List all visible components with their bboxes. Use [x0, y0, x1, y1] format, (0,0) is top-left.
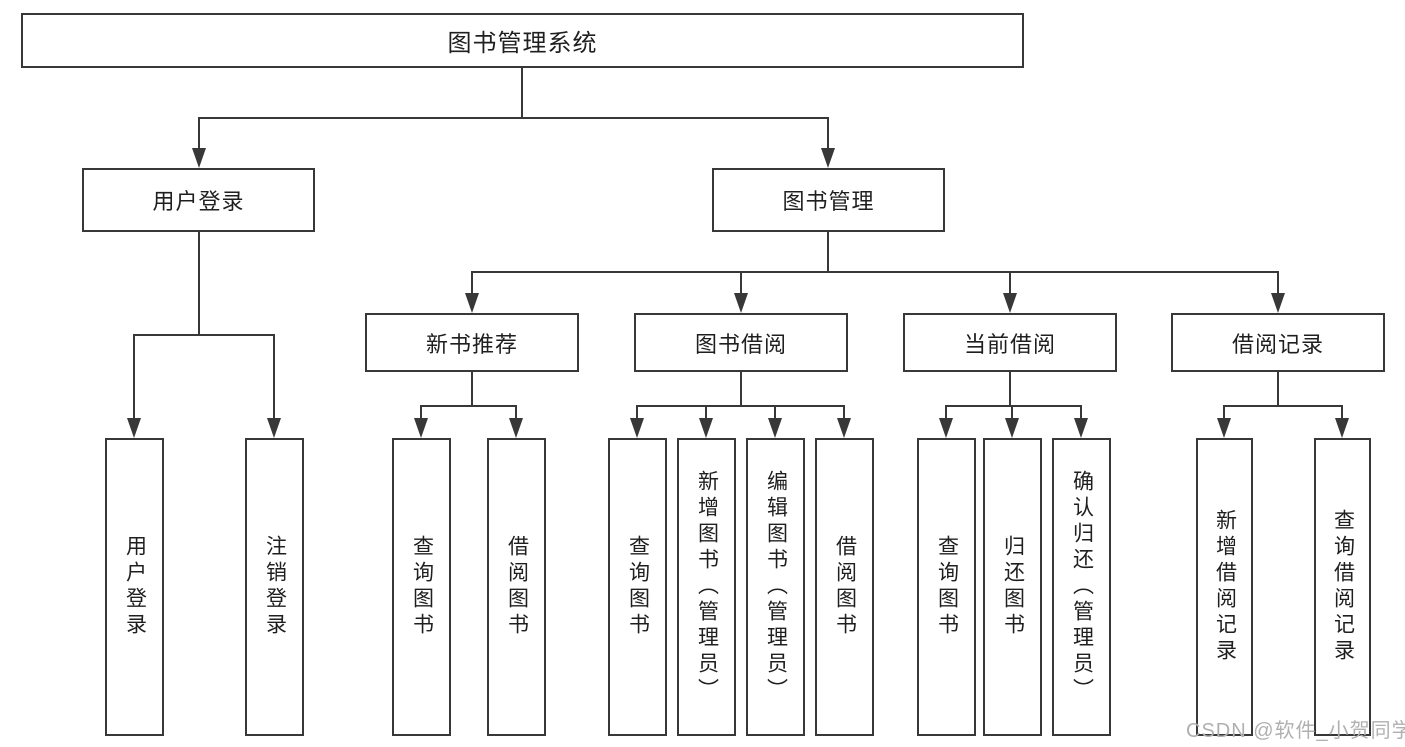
node-library-management-system: 图书管理系统 — [21, 13, 1024, 68]
arrowhead-confirm-return — [1074, 418, 1088, 438]
leaf-query-borrow-record: 查询借阅记录 — [1314, 438, 1371, 736]
arrowhead-user-login — [192, 148, 206, 168]
connector-drop — [705, 405, 707, 420]
arrowhead-add-books — [699, 418, 713, 438]
leaf-borrow-books: 借阅图书 — [815, 438, 874, 736]
arrowhead-query-record — [1335, 418, 1349, 438]
leaf-add-books-admin: 新增图书（管理员） — [677, 438, 736, 736]
node-new-book-recommendation: 新书推荐 — [365, 313, 579, 372]
connector-leaf-logout-drop — [273, 334, 275, 420]
leaf-borrow-books-recommend: 借阅图书 — [487, 438, 546, 736]
connector-drop — [515, 405, 517, 420]
arrowhead-edit-books — [768, 418, 782, 438]
connector-drop — [1080, 405, 1082, 420]
arrowhead-recommend — [465, 293, 479, 313]
arrowhead-current — [1003, 293, 1017, 313]
csdn-watermark: CSDN @软件_小贺同学 — [1186, 720, 1405, 742]
leaf-confirm-return-admin: 确认归还（管理员） — [1052, 438, 1111, 736]
connector-current-drop — [1009, 271, 1011, 295]
arrowhead-book-mgmt — [821, 148, 835, 168]
node-book-management: 图书管理 — [712, 168, 945, 232]
connector-recommend-stem — [471, 372, 473, 406]
arrowhead-add-record — [1217, 418, 1231, 438]
connector-records-stem — [1277, 372, 1279, 406]
connector-mgmt-stem — [827, 232, 829, 273]
arrowhead-borrow — [734, 293, 748, 313]
connector-drop — [1011, 405, 1013, 420]
leaf-query-books-current: 查询图书 — [917, 438, 976, 736]
connector-records-drop — [1277, 271, 1279, 295]
connector-borrow-stem — [740, 372, 742, 406]
connector-recommend-drop — [471, 271, 473, 295]
connector-current-stem — [1009, 372, 1011, 406]
connector-borrow-drop — [740, 271, 742, 295]
connector-recommend-bus — [420, 405, 517, 407]
connector-drop — [945, 405, 947, 420]
connector-records-bus — [1223, 405, 1343, 407]
arrowhead-borrow-books-1 — [509, 418, 523, 438]
connector-current-bus — [945, 405, 1082, 407]
node-user-login: 用户登录 — [82, 168, 315, 232]
leaf-query-books-recommend: 查询图书 — [392, 438, 451, 736]
connector-root-bus — [198, 117, 829, 119]
arrowhead-borrow-books-2 — [837, 418, 851, 438]
leaf-add-borrow-record: 新增借阅记录 — [1196, 438, 1253, 736]
connector-drop — [1223, 405, 1225, 420]
connector-book-mgmt-drop — [827, 117, 829, 150]
connector-drop — [636, 405, 638, 420]
arrowhead-return-books — [1005, 418, 1019, 438]
connector-drop — [420, 405, 422, 420]
arrowhead-query-books-3 — [939, 418, 953, 438]
connector-user-login-drop — [198, 117, 200, 150]
leaf-user-login: 用户登录 — [105, 438, 164, 736]
arrowhead-leaf-login — [127, 418, 141, 438]
connector-login-stem — [198, 232, 200, 335]
connector-drop — [843, 405, 845, 420]
node-book-borrowing: 图书借阅 — [634, 313, 848, 372]
arrowhead-leaf-logout — [267, 418, 281, 438]
connector-mgmt-bus — [471, 271, 1279, 273]
connector-borrow-bus — [636, 405, 845, 407]
connector-root-stem — [521, 68, 523, 119]
node-current-borrowing: 当前借阅 — [903, 313, 1117, 372]
arrowhead-query-books-1 — [414, 418, 428, 438]
connector-drop — [1341, 405, 1343, 420]
connector-login-bus — [133, 334, 275, 336]
node-borrowing-records: 借阅记录 — [1171, 313, 1385, 372]
leaf-query-books-borrow: 查询图书 — [608, 438, 667, 736]
leaf-logout: 注销登录 — [245, 438, 304, 736]
arrowhead-query-books-2 — [630, 418, 644, 438]
leaf-return-books: 归还图书 — [983, 438, 1042, 736]
leaf-edit-books-admin: 编辑图书（管理员） — [746, 438, 805, 736]
connector-leaf-login-drop — [133, 334, 135, 420]
arrowhead-records — [1271, 293, 1285, 313]
connector-drop — [774, 405, 776, 420]
